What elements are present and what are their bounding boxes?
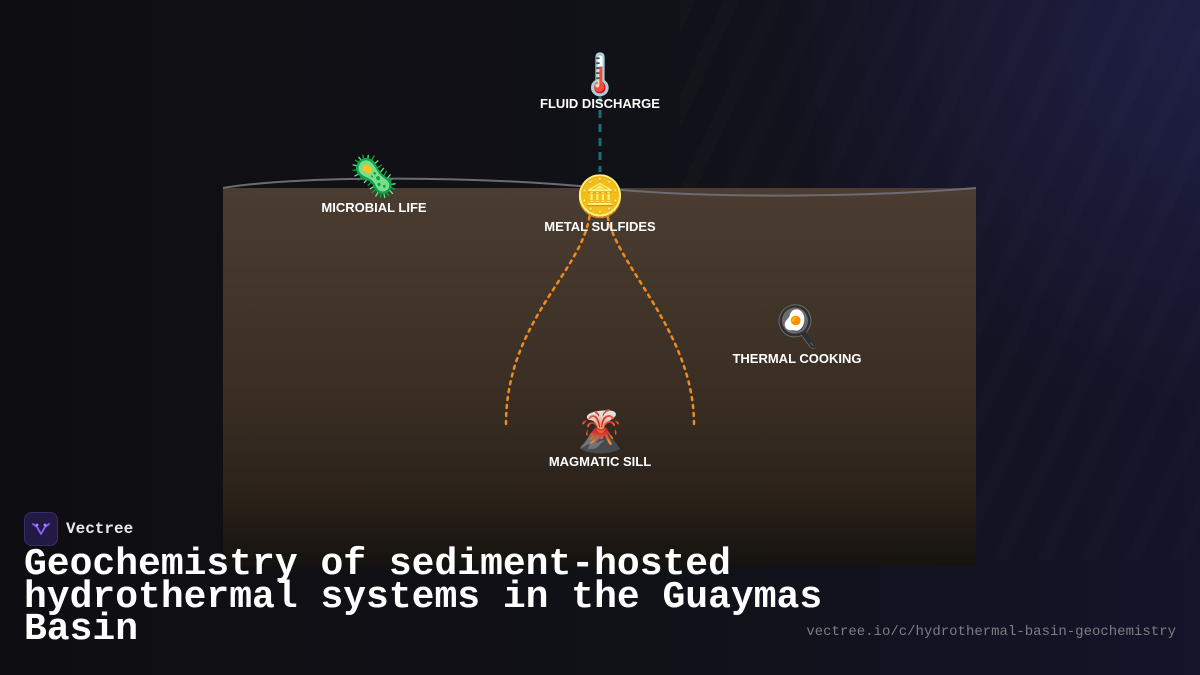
seafloor-surface-line xyxy=(222,177,977,197)
node-label: THERMAL COOKING xyxy=(732,351,861,366)
node-label: MAGMATIC SILL xyxy=(549,454,651,469)
node-metal-sulfides: 🪙 METAL SULFIDES xyxy=(544,173,656,234)
connection-sill-to-sulfides-right xyxy=(605,210,696,426)
page-title: Geochemistry of sediment-hosted hydrothe… xyxy=(24,543,823,651)
node-label: MICROBIAL LIFE xyxy=(321,200,427,215)
node-thermal-cooking: 🍳 THERMAL COOKING xyxy=(732,303,861,366)
node-label: FLUID DISCHARGE xyxy=(540,96,660,111)
page-url[interactable]: vectree.io/c/hydrothermal-basin-geochemi… xyxy=(806,624,1176,640)
sediment-layer xyxy=(223,188,976,566)
frying-pan-icon: 🍳 xyxy=(772,303,822,350)
node-microbial-life: 🦠 MICROBIAL LIFE xyxy=(321,153,427,215)
brand-name: Vectree xyxy=(66,520,134,538)
coin-icon: 🪙 xyxy=(575,173,625,220)
connection-sill-to-sulfides-left xyxy=(504,210,592,426)
volcano-icon: 🌋 xyxy=(575,408,625,455)
thermometer-icon: 🌡️ xyxy=(575,51,625,98)
vectree-logo-icon xyxy=(24,512,58,546)
node-magmatic-sill: 🌋 MAGMATIC SILL xyxy=(549,408,651,469)
node-label: METAL SULFIDES xyxy=(544,219,656,234)
brand[interactable]: Vectree xyxy=(24,512,133,546)
microbe-icon: 🦠 xyxy=(349,153,399,200)
node-fluid-discharge: 🌡️ FLUID DISCHARGE xyxy=(540,51,660,111)
